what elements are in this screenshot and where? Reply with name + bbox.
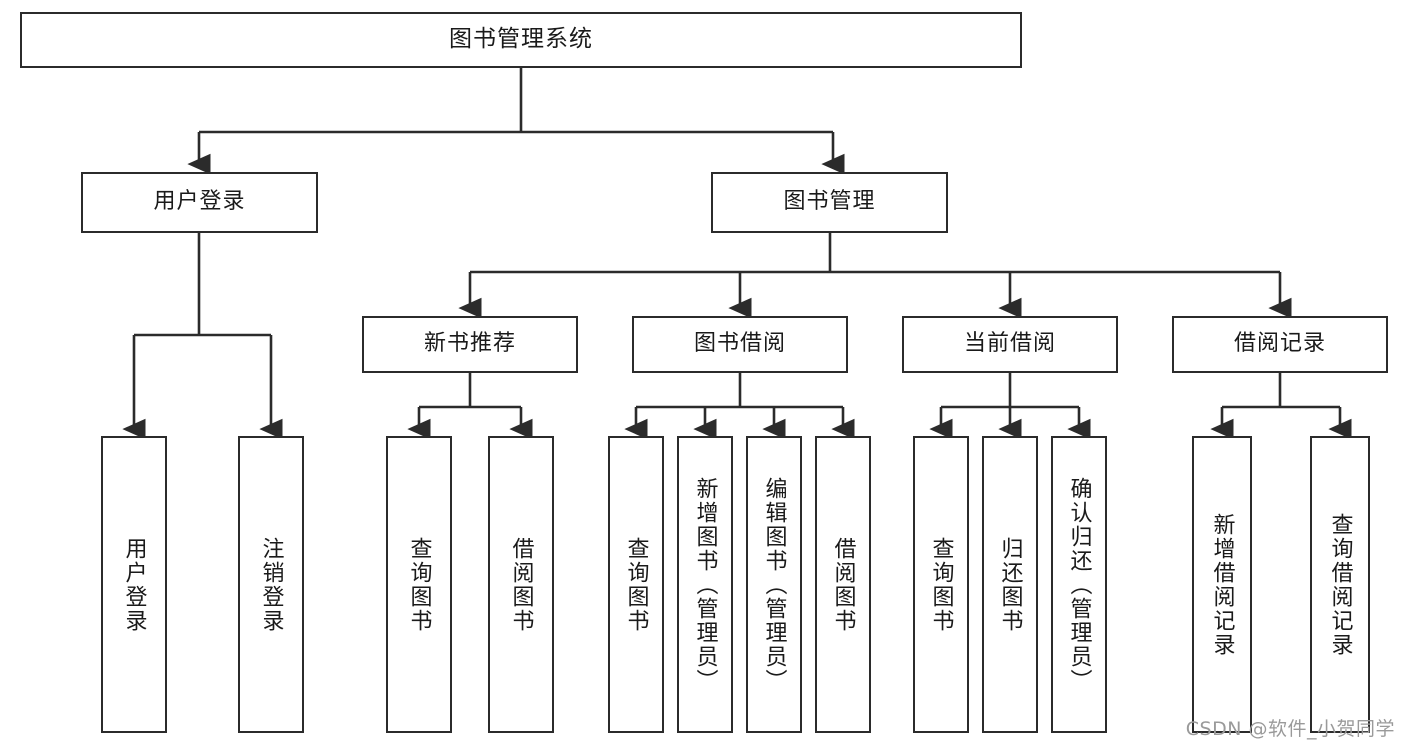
node-leaf-nbr-borrow-book[interactable]: 借阅图书 <box>488 436 554 733</box>
node-leaf-br-add-record[interactable]: 新增借阅记录 <box>1192 436 1252 733</box>
node-leaf-bb-add-book-admin[interactable]: 新增图书（管理员） <box>677 436 733 733</box>
node-book-borrow-label: 图书借阅 <box>693 331 786 357</box>
node-leaf-cb-confirm-return-admin-label: 确认归还（管理员） <box>1066 476 1092 693</box>
node-leaf-logout-label: 注销登录 <box>258 536 284 633</box>
node-current-borrow[interactable]: 当前借阅 <box>902 316 1118 373</box>
node-leaf-bb-edit-book-admin-label: 编辑图书（管理员） <box>761 476 787 693</box>
node-leaf-bb-edit-book-admin[interactable]: 编辑图书（管理员） <box>746 436 802 733</box>
node-leaf-user-login[interactable]: 用户登录 <box>101 436 167 733</box>
node-book-management[interactable]: 图书管理 <box>711 172 948 233</box>
node-leaf-cb-confirm-return-admin[interactable]: 确认归还（管理员） <box>1051 436 1107 733</box>
node-leaf-bb-borrow-book[interactable]: 借阅图书 <box>815 436 871 733</box>
node-leaf-cb-return-book-label: 归还图书 <box>997 536 1023 633</box>
node-user-login[interactable]: 用户登录 <box>81 172 318 233</box>
node-root-book-management-system[interactable]: 图书管理系统 <box>20 12 1022 68</box>
node-user-login-label: 用户登录 <box>153 189 246 215</box>
node-book-borrow[interactable]: 图书借阅 <box>632 316 848 373</box>
node-leaf-cb-query-book-label: 查询图书 <box>928 536 954 633</box>
node-leaf-br-query-record-label: 查询借阅记录 <box>1327 512 1353 657</box>
node-borrow-records-label: 借阅记录 <box>1233 331 1326 357</box>
node-leaf-cb-query-book[interactable]: 查询图书 <box>913 436 969 733</box>
node-leaf-nbr-query-book-label: 查询图书 <box>406 536 432 633</box>
node-leaf-bb-add-book-admin-label: 新增图书（管理员） <box>692 476 718 693</box>
node-book-management-label: 图书管理 <box>783 189 876 215</box>
node-leaf-br-add-record-label: 新增借阅记录 <box>1209 512 1235 657</box>
node-new-book-recommend-label: 新书推荐 <box>423 331 516 357</box>
node-leaf-nbr-query-book[interactable]: 查询图书 <box>386 436 452 733</box>
node-leaf-user-login-label: 用户登录 <box>121 536 147 633</box>
node-leaf-cb-return-book[interactable]: 归还图书 <box>982 436 1038 733</box>
node-leaf-bb-borrow-book-label: 借阅图书 <box>830 536 856 633</box>
node-leaf-br-query-record[interactable]: 查询借阅记录 <box>1310 436 1370 733</box>
node-root-label: 图书管理系统 <box>449 26 593 53</box>
node-borrow-records[interactable]: 借阅记录 <box>1172 316 1388 373</box>
node-new-book-recommend[interactable]: 新书推荐 <box>362 316 578 373</box>
node-leaf-nbr-borrow-book-label: 借阅图书 <box>508 536 534 633</box>
node-leaf-bb-query-book[interactable]: 查询图书 <box>608 436 664 733</box>
node-leaf-logout[interactable]: 注销登录 <box>238 436 304 733</box>
node-leaf-bb-query-book-label: 查询图书 <box>623 536 649 633</box>
node-current-borrow-label: 当前借阅 <box>963 331 1056 357</box>
